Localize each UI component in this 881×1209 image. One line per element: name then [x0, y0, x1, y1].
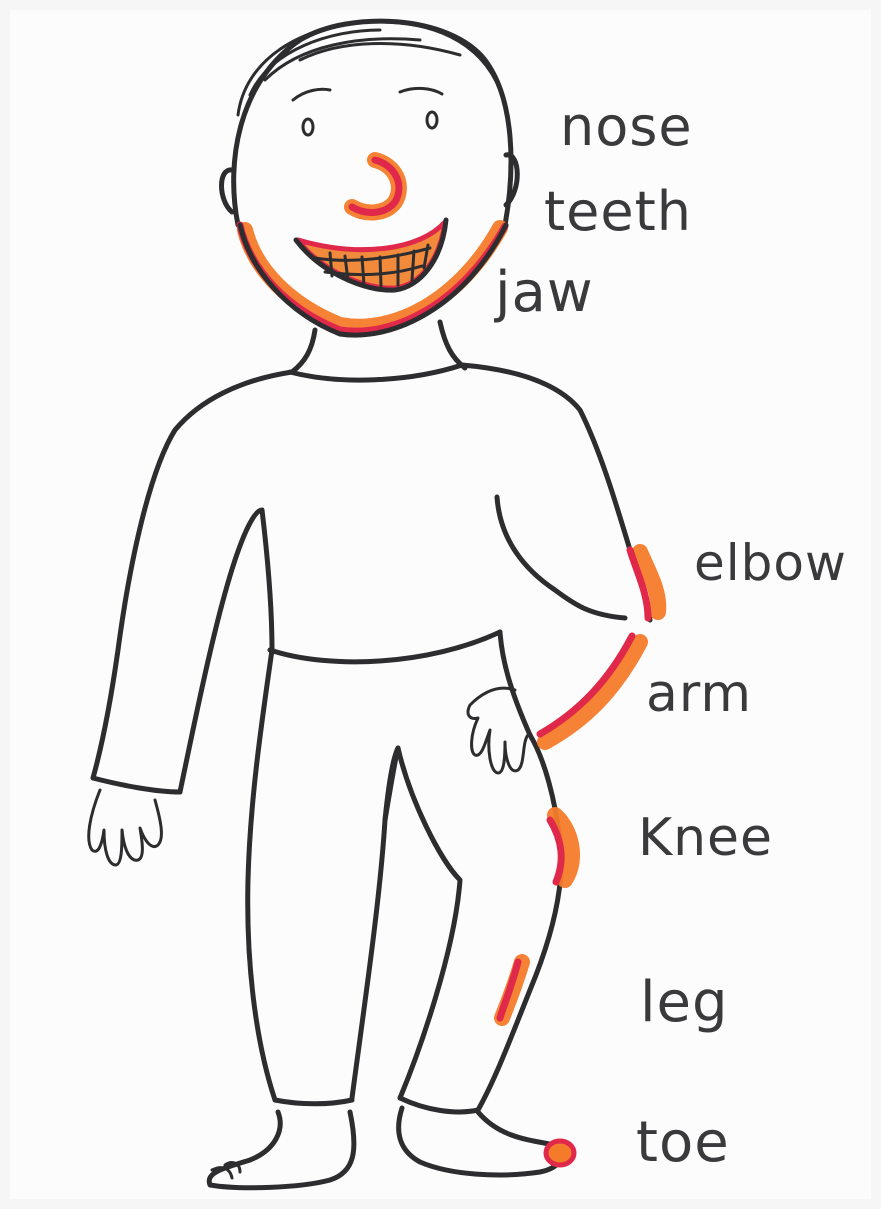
right-pant-cuff	[400, 1098, 478, 1112]
right-foot	[399, 1108, 562, 1175]
left-eyebrow	[293, 89, 330, 100]
right-hand	[468, 688, 528, 773]
label-leg: leg	[640, 975, 729, 1031]
label-arm: arm	[646, 668, 752, 720]
waist	[270, 632, 500, 662]
left-eye	[303, 119, 313, 135]
right-inner-arm	[497, 497, 625, 618]
toe-highlight	[546, 1141, 574, 1165]
left-ear	[222, 170, 233, 212]
hair	[238, 22, 500, 115]
head	[222, 21, 518, 225]
left-leg-outer	[248, 650, 275, 1100]
right-eyebrow	[400, 88, 442, 94]
left-leg-inner	[352, 748, 460, 1098]
right-hip-hand	[500, 632, 530, 735]
right-leg-outer	[478, 735, 561, 1110]
label-toe: toe	[636, 1115, 730, 1171]
label-jaw: jaw	[495, 265, 594, 321]
label-elbow: elbow	[694, 538, 847, 588]
label-teeth: teeth	[544, 185, 692, 239]
label-nose: nose	[560, 100, 693, 154]
left-sleeve-end	[93, 778, 180, 792]
collar	[290, 365, 462, 380]
right-eye	[427, 112, 437, 128]
right-shoulder-arm	[462, 365, 650, 620]
left-pant-cuff	[275, 1100, 352, 1104]
label-knee: Knee	[638, 812, 773, 864]
left-hand	[89, 790, 162, 865]
